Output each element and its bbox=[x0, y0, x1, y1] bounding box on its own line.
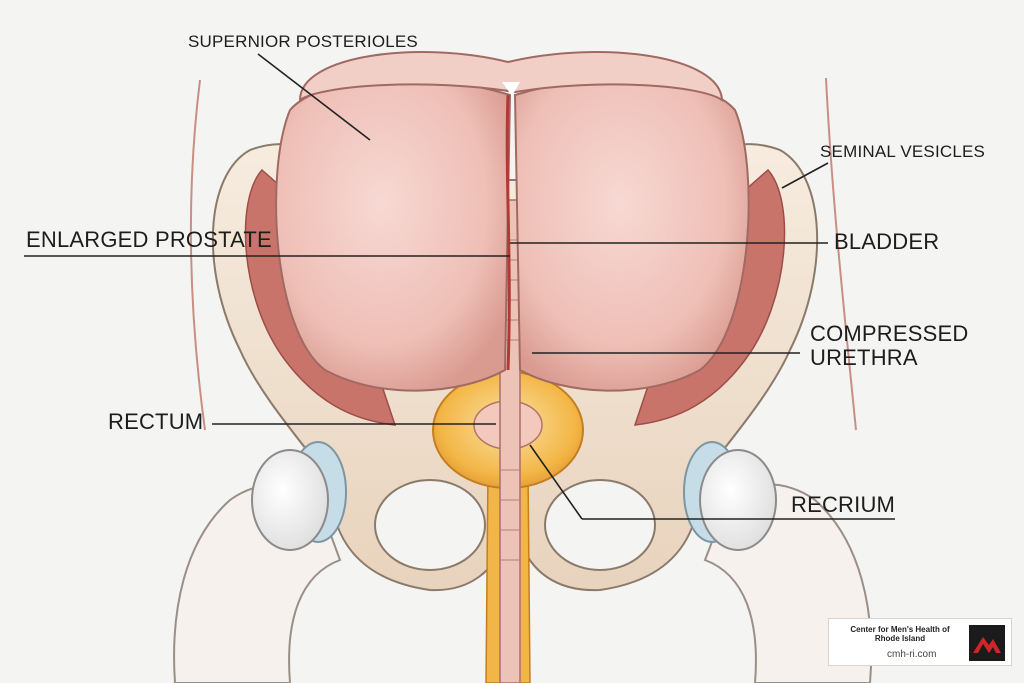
body-outline-right bbox=[825, 77, 857, 431]
label-compressed-urethra: COMPRESSED URETHRA bbox=[810, 322, 968, 370]
femoral-head-left bbox=[251, 449, 329, 551]
prostate-cap bbox=[298, 51, 724, 102]
femoral-head-right bbox=[699, 449, 777, 551]
cmh-logo-icon bbox=[969, 625, 1005, 661]
label-bladder: BLADDER bbox=[834, 229, 940, 254]
credit-box: Center for Men's Health of Rhode Island … bbox=[828, 618, 1012, 666]
label-enlarged-prostate: ENLARGED PROSTATE bbox=[26, 227, 272, 252]
cap-notch bbox=[502, 82, 520, 96]
central-fissure bbox=[505, 94, 511, 371]
body-outline-left bbox=[189, 79, 206, 431]
prostate-lobe-left bbox=[275, 78, 512, 392]
leader-lines bbox=[24, 53, 895, 520]
label-seminal-vesicles: SEMINAL VESICLES bbox=[820, 142, 986, 161]
obturator-left bbox=[374, 479, 486, 571]
label-compressed-urethra-line1: COMPRESSED bbox=[810, 321, 969, 346]
label-superior-posterioles: SUPERNIOR POSTERIOLES bbox=[188, 32, 418, 51]
label-compressed-urethra-line2: URETHRA bbox=[810, 344, 918, 370]
prostate-lobe-right bbox=[513, 78, 750, 392]
credit-url: cmh-ri.com bbox=[887, 649, 937, 660]
credit-name: Center for Men's Health of Rhode Island bbox=[850, 625, 950, 643]
label-rectum: RECTUM bbox=[108, 409, 204, 434]
obturator-right bbox=[544, 479, 656, 571]
label-recrium: RECRIUM bbox=[791, 492, 896, 517]
